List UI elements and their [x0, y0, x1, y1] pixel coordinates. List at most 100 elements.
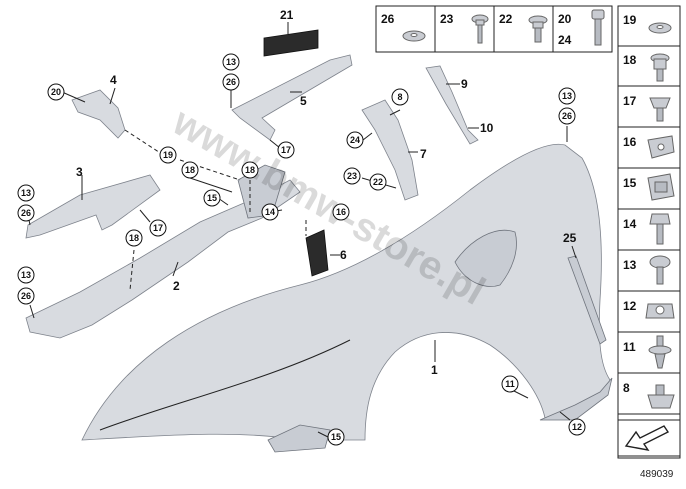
callout-26c: 26 — [21, 291, 31, 301]
callout-18b: 18 — [245, 165, 255, 175]
callout-8: 8 — [397, 92, 402, 102]
legend-top: 26 23 22 20 24 — [375, 5, 613, 53]
hex-flange-screw-icon — [649, 97, 671, 122]
callout-15b-circle: 15 — [327, 428, 345, 446]
callout-15b: 15 — [331, 432, 341, 442]
callout-14-circle: 14 — [261, 203, 279, 221]
legend-side-11: 11 — [623, 340, 636, 354]
pan-head-screw-icon — [649, 255, 671, 285]
legend-side-8: 8 — [623, 381, 630, 395]
legend-top-20: 20 — [558, 12, 572, 26]
callout-7: 7 — [420, 147, 427, 161]
callout-11: 11 — [505, 379, 515, 389]
legend-side-18: 18 — [623, 53, 637, 67]
callout-21: 21 — [280, 8, 294, 22]
direction-arrow-icon — [617, 419, 681, 457]
callout-19: 19 — [163, 150, 173, 160]
callout-14: 14 — [265, 207, 275, 217]
callout-3: 3 — [76, 165, 83, 179]
figure-number: 489039 — [640, 469, 674, 480]
collar-bolt-icon — [650, 53, 670, 82]
legend-top-22: 22 — [499, 12, 513, 26]
mount-bracket — [361, 99, 419, 201]
legend-side-14: 14 — [623, 217, 637, 231]
washer-icon — [402, 30, 426, 42]
legend-top-26: 26 — [381, 12, 395, 26]
callout-19-circle: 19 — [159, 146, 177, 164]
fender-panel — [81, 143, 613, 453]
seal-strip — [567, 255, 607, 345]
callout-8-circle: 8 — [391, 88, 409, 106]
clip-nut-icon — [647, 135, 675, 159]
callout-26c-circle: 26 — [17, 287, 35, 305]
callout-5: 5 — [300, 94, 307, 108]
callout-25: 25 — [563, 231, 577, 245]
callout-11-circle: 11 — [501, 375, 519, 393]
callout-13b-circle: 13 — [17, 184, 35, 202]
callout-16: 16 — [336, 207, 346, 217]
callout-17a-circle: 17 — [277, 141, 295, 159]
flat-washer-icon — [648, 22, 672, 34]
callout-23-circle: 23 — [343, 167, 361, 185]
guide-bracket — [425, 65, 479, 145]
callout-24: 24 — [350, 135, 360, 145]
small-bracket — [71, 89, 126, 139]
callout-26a-circle: 26 — [222, 73, 240, 91]
hex-bolt-icon — [649, 213, 671, 245]
callout-6: 6 — [340, 248, 347, 262]
legend-side-13: 13 — [623, 258, 637, 272]
callout-26b-circle: 26 — [17, 204, 35, 222]
callout-16-circle: 16 — [332, 203, 350, 221]
callout-18a-circle: 18 — [181, 161, 199, 179]
callout-23: 23 — [347, 171, 357, 181]
hex-nut-icon — [645, 303, 675, 319]
callout-17b-circle: 17 — [149, 219, 167, 237]
expansion-rivet-icon — [648, 335, 672, 369]
callout-26b: 26 — [21, 208, 31, 218]
callout-18c: 18 — [129, 233, 139, 243]
cage-nut-icon — [647, 173, 675, 201]
callout-13a: 13 — [226, 57, 236, 67]
callout-18b-circle: 18 — [241, 161, 259, 179]
legend-side-16: 16 — [623, 135, 637, 149]
callout-13a-circle: 13 — [222, 53, 240, 71]
damper-pad — [305, 229, 329, 277]
legend-side: 19 18 17 16 15 14 1 — [617, 5, 681, 459]
flange-screw-icon — [471, 14, 489, 44]
callout-18c-circle: 18 — [125, 229, 143, 247]
callout-13d-circle: 13 — [558, 87, 576, 105]
pad-part — [263, 29, 319, 57]
support-rail — [25, 179, 301, 339]
callout-12-circle: 12 — [568, 418, 586, 436]
legend-top-24: 24 — [558, 33, 572, 47]
callout-15a: 15 — [207, 193, 217, 203]
legend-side-15: 15 — [623, 176, 637, 190]
callout-24-circle: 24 — [346, 131, 364, 149]
legend-top-23: 23 — [440, 12, 454, 26]
callout-18a: 18 — [185, 165, 195, 175]
callout-26a: 26 — [226, 77, 236, 87]
callout-26d: 26 — [562, 111, 572, 121]
callout-10: 10 — [480, 121, 494, 135]
callout-13c-circle: 13 — [17, 266, 35, 284]
legend-side-12: 12 — [623, 299, 637, 313]
callout-13b: 13 — [21, 188, 31, 198]
callout-22-circle: 22 — [369, 173, 387, 191]
callout-26d-circle: 26 — [558, 107, 576, 125]
upper-bracket — [231, 54, 353, 141]
callout-4: 4 — [110, 73, 117, 87]
callout-20-circle: 20 — [47, 83, 65, 101]
callout-1: 1 — [431, 363, 438, 377]
legend-side-19: 19 — [623, 13, 637, 27]
front-bracket — [25, 174, 161, 239]
callout-12: 12 — [572, 422, 582, 432]
spring-nut-icon — [647, 384, 675, 409]
callout-17b: 17 — [153, 223, 163, 233]
callout-15a-circle: 15 — [203, 189, 221, 207]
callout-13d: 13 — [562, 91, 572, 101]
callout-17a: 17 — [281, 145, 291, 155]
callout-2: 2 — [173, 279, 180, 293]
callout-group: 21 4 20 13 26 5 17 19 18 18 3 13 26 15 1… — [17, 8, 586, 446]
legend-side-17: 17 — [623, 94, 637, 108]
